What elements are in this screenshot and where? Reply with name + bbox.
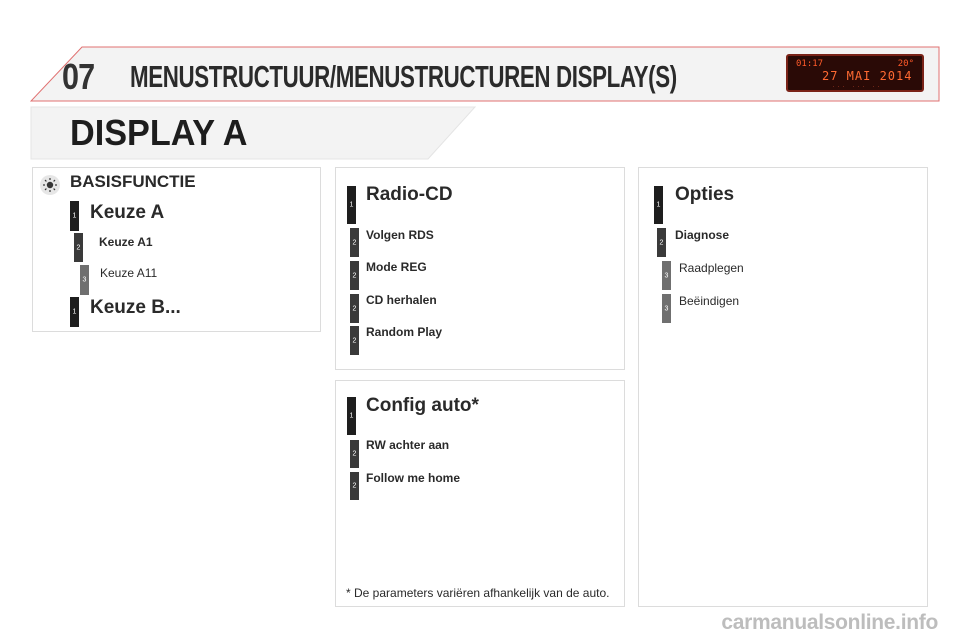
level-marker-2: 2	[350, 472, 359, 500]
level-marker-1: 1	[70, 201, 79, 231]
level-marker-1: 1	[654, 186, 663, 224]
page-title: MENUSTRUCTUUR/MENUSTRUCTUREN DISPLAY(S)	[130, 59, 677, 94]
display-date: 27 MAI 2014	[822, 69, 913, 83]
level-marker-1: 1	[347, 186, 356, 224]
section-heading-basisfunctie: BASISFUNCTIE	[70, 172, 196, 191]
level-marker-2: 2	[657, 228, 666, 257]
panel-opties	[638, 167, 928, 607]
level-marker-2: 2	[350, 294, 359, 323]
menu-item-keuze-b: Keuze B...	[90, 297, 181, 318]
menu-item-random-play: Random Play	[366, 325, 443, 339]
level-marker-3: 3	[662, 294, 671, 323]
menu-item-follow-me-home: Follow me home	[366, 471, 461, 485]
menu-item-opties: Opties	[675, 184, 735, 205]
display-small-text: ... ... ..	[832, 83, 883, 89]
watermark: carmanualsonline.info	[721, 611, 938, 634]
menu-item-beeindigen: Beëindigen	[679, 294, 740, 308]
display-temperature: 20°	[897, 59, 914, 69]
menu-item-raadplegen: Raadplegen	[679, 261, 744, 275]
level-marker-1: 1	[347, 397, 356, 435]
panel-config-auto	[335, 380, 625, 607]
menu-item-cd-herhalen: CD herhalen	[366, 293, 437, 307]
level-marker-3: 3	[80, 265, 89, 295]
chapter-number: 07	[62, 56, 95, 97]
menu-item-radio-cd: Radio-CD	[366, 184, 453, 205]
display-title: DISPLAY A	[70, 112, 248, 153]
menu-item-volgen-rds: Volgen RDS	[366, 228, 434, 242]
header-banner	[30, 46, 940, 102]
menu-item-keuze-a11: Keuze A11	[100, 266, 158, 280]
footnote: * De parameters variëren afhankelijk van…	[346, 586, 610, 600]
brightness-icon	[40, 175, 60, 195]
level-marker-2: 2	[350, 228, 359, 257]
menu-item-keuze-a1: Keuze A1	[99, 235, 153, 249]
menu-item-rw-achter-aan: RW achter aan	[366, 438, 450, 452]
level-marker-3: 3	[662, 261, 671, 290]
menu-item-mode-reg: Mode REG	[366, 260, 427, 274]
display-screen-image: 01:17 20° 27 MAI 2014 ... ... ..	[786, 54, 924, 92]
display-title-banner	[30, 106, 476, 160]
display-time: 01:17	[796, 59, 824, 69]
level-marker-2: 2	[350, 326, 359, 355]
panel-radio-cd	[335, 167, 625, 370]
menu-item-keuze-a: Keuze A	[90, 202, 165, 223]
menu-item-config-auto: Config auto*	[366, 395, 479, 416]
level-marker-1: 1	[70, 297, 79, 327]
level-marker-2: 2	[350, 440, 359, 468]
level-marker-2: 2	[74, 233, 83, 262]
menu-item-diagnose: Diagnose	[675, 228, 730, 242]
level-marker-2: 2	[350, 261, 359, 290]
